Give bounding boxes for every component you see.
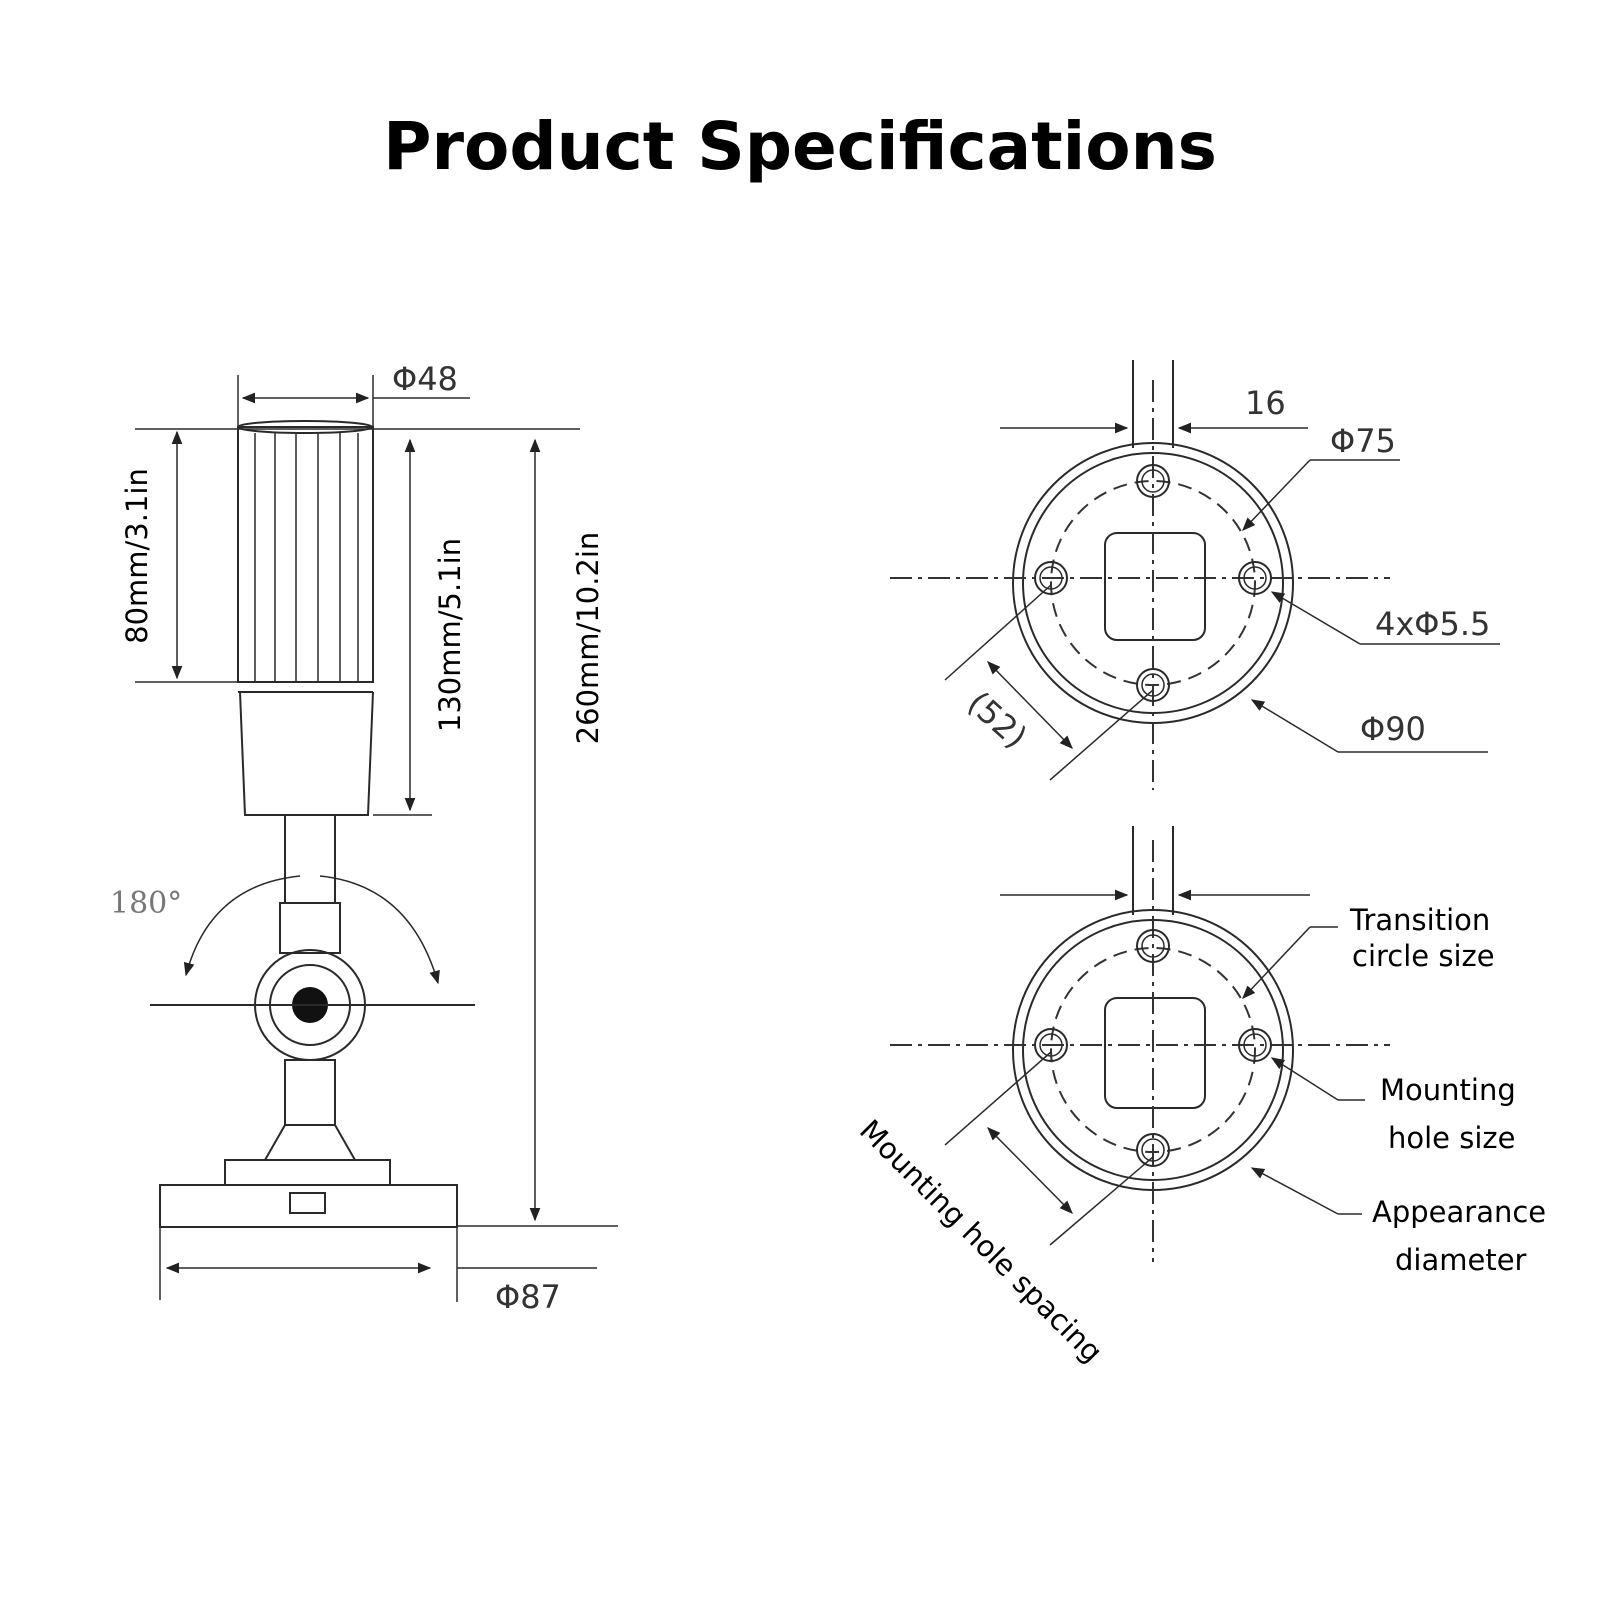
mount-hole bbox=[1136, 1133, 1170, 1167]
base-switch bbox=[289, 1192, 326, 1214]
hole-spacing-label: (52) bbox=[960, 684, 1034, 756]
appearance-diameter-text: Appearance bbox=[1372, 1195, 1546, 1229]
lamp-height-label: 130mm/5.1in bbox=[433, 538, 467, 732]
top-view: 16 Φ75 4xΦ5.5 Φ90 (52) bbox=[890, 360, 1500, 790]
legend-view: Transition circle size Mounting hole siz… bbox=[853, 826, 1546, 1369]
mount-hole bbox=[1034, 561, 1068, 595]
mounting-hole-size-text: hole size bbox=[1388, 1121, 1515, 1155]
mount-hole bbox=[1238, 1028, 1272, 1062]
head-diameter-label: Φ48 bbox=[392, 360, 458, 398]
page-title: Product Specifications bbox=[383, 108, 1217, 185]
transition-circle-text: circle size bbox=[1352, 939, 1495, 973]
mounting-hole-size-text: Mounting bbox=[1380, 1073, 1516, 1107]
mount-hole bbox=[1136, 929, 1170, 963]
lamp-head bbox=[237, 420, 374, 816]
appearance-diameter-text: diameter bbox=[1395, 1243, 1527, 1277]
rotation-label: 180° bbox=[110, 886, 182, 921]
side-view: Φ48 80mm/3.1in 130mm/5.1in 260mm/10.2in … bbox=[110, 360, 618, 1316]
mount-hole bbox=[1136, 464, 1170, 498]
outer-diameter-label: Φ90 bbox=[1360, 710, 1426, 748]
head-height-label: 80mm/3.1in bbox=[120, 468, 154, 644]
transition-circle-text: Transition bbox=[1349, 903, 1490, 937]
base-diameter-label: Φ87 bbox=[495, 1278, 561, 1316]
total-height-label: 260mm/10.2in bbox=[571, 532, 605, 745]
mount-hole bbox=[1034, 1028, 1068, 1062]
mount-hole bbox=[1238, 561, 1272, 595]
stem-width-label: 16 bbox=[1245, 384, 1286, 422]
lamp-stem bbox=[150, 814, 475, 1228]
mounting-holes-label: 4xΦ5.5 bbox=[1375, 605, 1490, 643]
transition-circle-label: Φ75 bbox=[1330, 422, 1396, 460]
mount-hole bbox=[1136, 668, 1170, 702]
